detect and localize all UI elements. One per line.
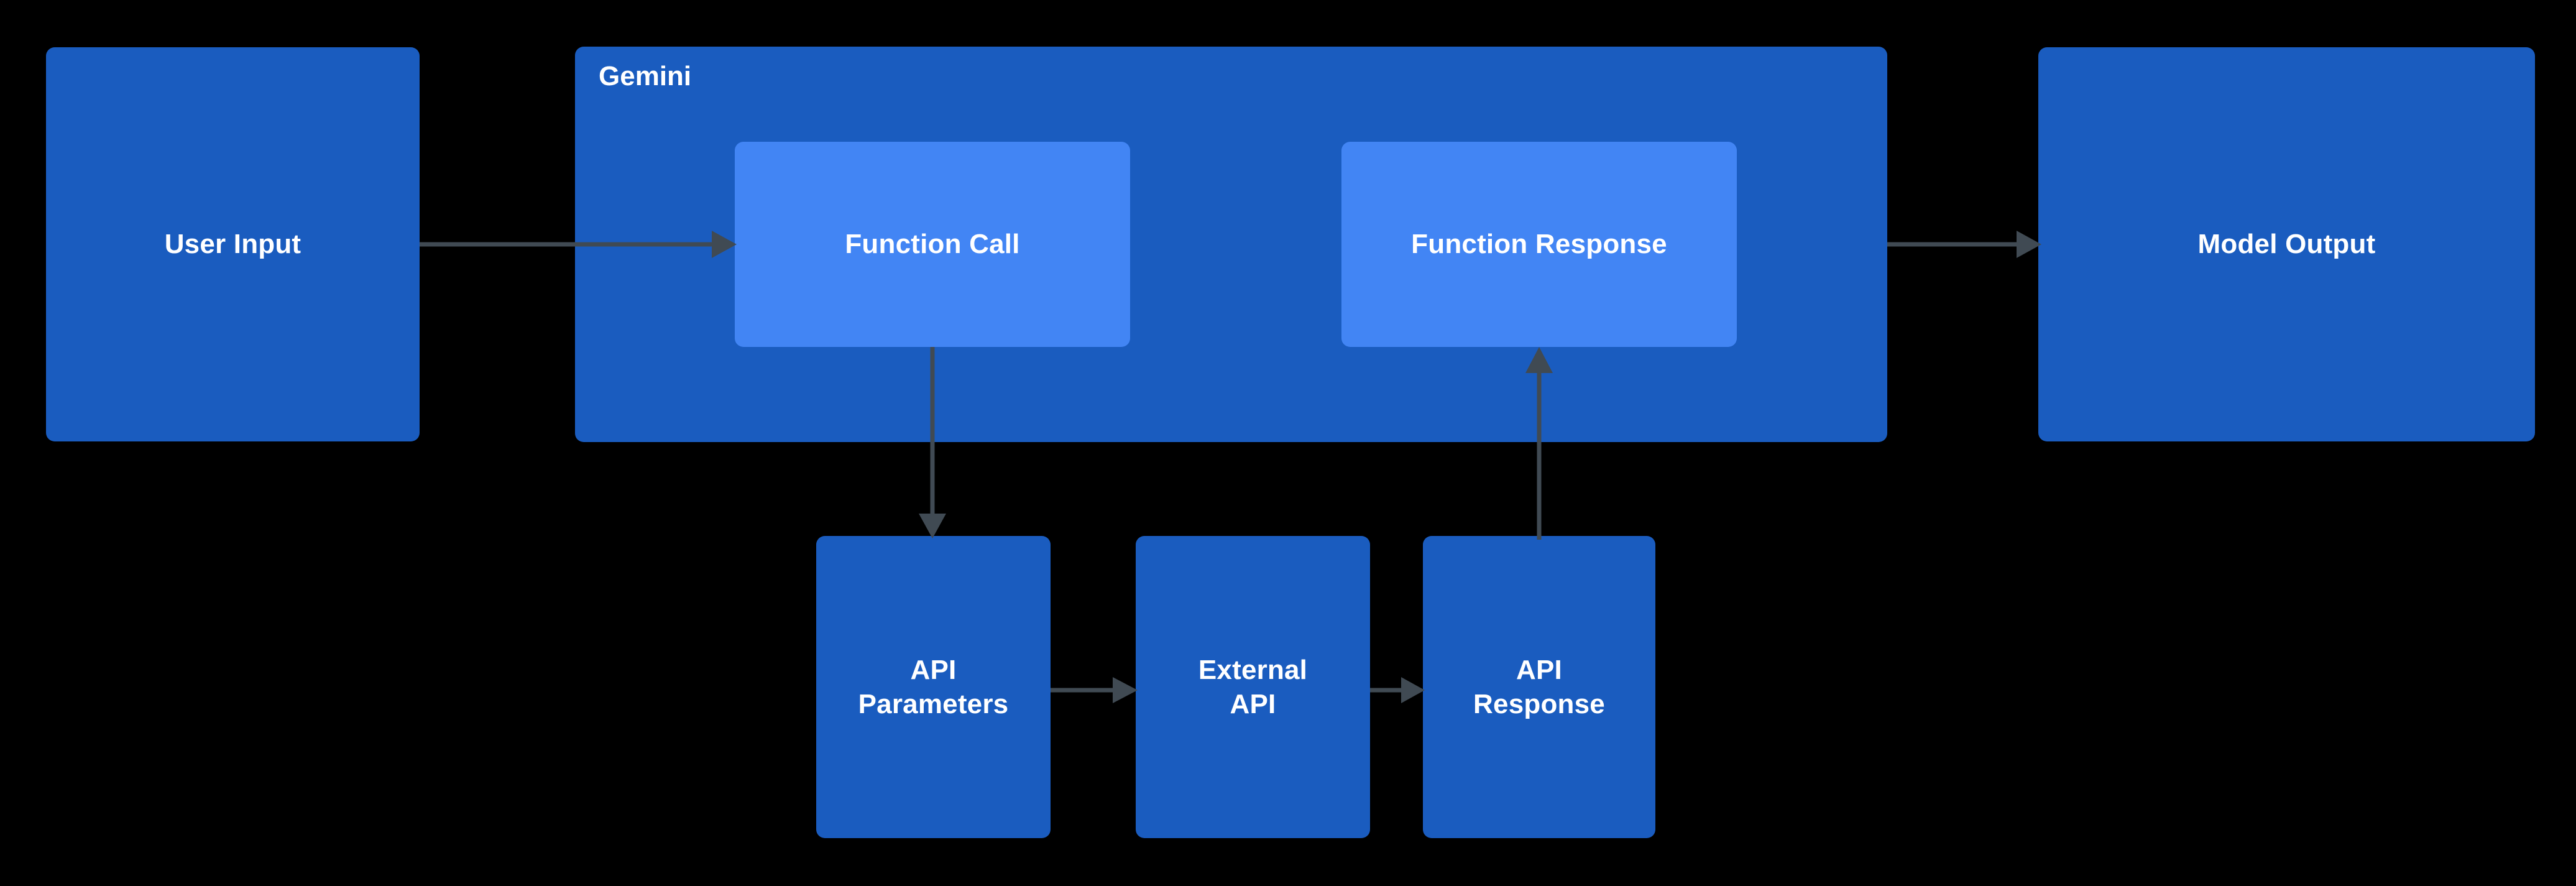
node-model-output[interactable]: Model Output	[2038, 47, 2535, 441]
node-function-response[interactable]: Function Response	[1341, 142, 1737, 347]
edge-gemini-to-model-output	[1887, 226, 2041, 264]
node-external-api[interactable]: External API	[1136, 536, 1370, 838]
edge-api-parameters-to-external-api	[1051, 673, 1138, 709]
node-user-input-label: User Input	[164, 229, 301, 260]
gemini-group-label: Gemini	[599, 61, 692, 91]
node-function-call-label: Function Call	[845, 229, 1020, 260]
node-user-input[interactable]: User Input	[46, 47, 420, 441]
node-api-parameters-label-line2: Parameters	[858, 689, 1009, 719]
node-api-response-label-line1: API	[1516, 654, 1562, 685]
node-function-response-label: Function Response	[1411, 229, 1667, 260]
node-external-api-label-line2: API	[1230, 689, 1276, 719]
node-api-response[interactable]: API Response	[1423, 536, 1655, 838]
edge-external-api-to-api-response	[1370, 673, 1425, 709]
node-model-output-label: Model Output	[2197, 229, 2376, 260]
node-api-response-label-line2: Response	[1473, 689, 1605, 719]
node-external-api-label-line1: External	[1198, 654, 1308, 685]
node-function-call[interactable]: Function Call	[735, 142, 1130, 347]
node-api-parameters-label-line1: API	[910, 654, 957, 685]
node-api-parameters[interactable]: API Parameters	[816, 536, 1051, 838]
